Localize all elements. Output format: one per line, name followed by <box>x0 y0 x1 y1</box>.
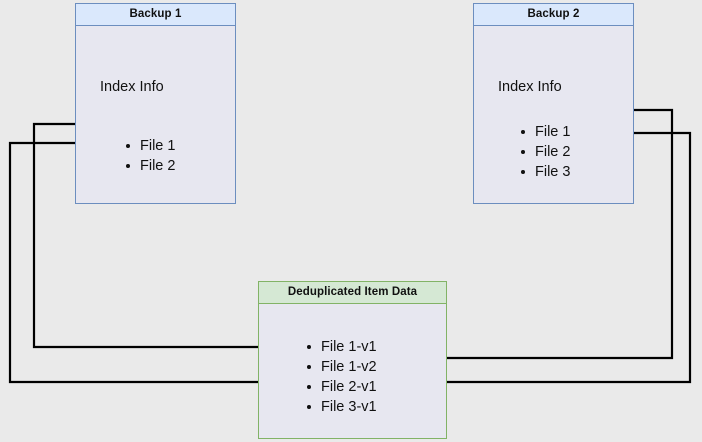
node-backup-2[interactable]: Backup 2 Index Info File 1 File 2 File 3 <box>473 3 634 204</box>
list-item: File 1 <box>124 136 175 156</box>
list-item: File 1 <box>519 122 570 142</box>
node-deduplicated-item-data[interactable]: Deduplicated Item Data File 1-v1 File 1-… <box>258 281 447 439</box>
backup-2-index-info-label: Index Info <box>498 79 562 95</box>
list-item: File 1-v2 <box>305 357 377 377</box>
list-item: File 3 <box>519 162 570 182</box>
node-deduplicated-item-data-title: Deduplicated Item Data <box>259 282 446 304</box>
list-item: File 2 <box>519 142 570 162</box>
dedup-item-list: File 1-v1 File 1-v2 File 2-v1 File 3-v1 <box>305 337 377 417</box>
node-deduplicated-item-data-body: File 1-v1 File 1-v2 File 2-v1 File 3-v1 <box>259 304 446 438</box>
node-backup-2-title: Backup 2 <box>474 4 633 26</box>
node-backup-1-body: Index Info File 1 File 2 <box>76 26 235 203</box>
list-item: File 1-v1 <box>305 337 377 357</box>
list-item: File 2 <box>124 156 175 176</box>
node-backup-2-body: Index Info File 1 File 2 File 3 <box>474 26 633 203</box>
node-backup-1[interactable]: Backup 1 Index Info File 1 File 2 <box>75 3 236 204</box>
list-item: File 3-v1 <box>305 397 377 417</box>
backup-2-file-list: File 1 File 2 File 3 <box>519 122 570 182</box>
list-item: File 2-v1 <box>305 377 377 397</box>
node-backup-1-title: Backup 1 <box>76 4 235 26</box>
backup-1-index-info-label: Index Info <box>100 79 164 95</box>
backup-1-file-list: File 1 File 2 <box>124 136 175 176</box>
